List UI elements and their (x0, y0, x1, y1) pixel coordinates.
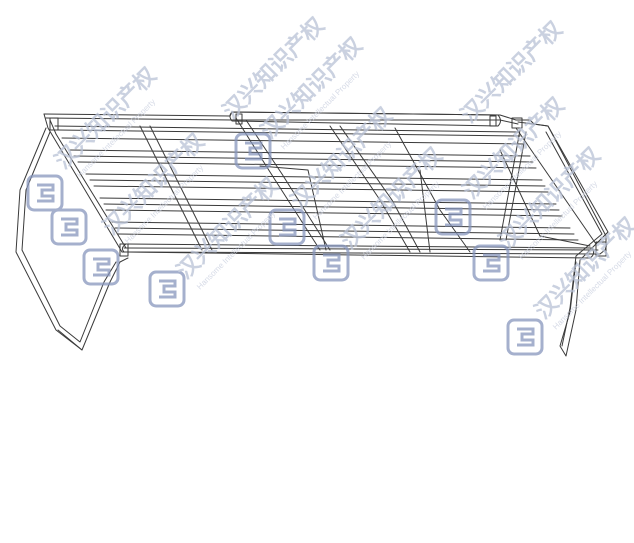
right-edge-inner (515, 127, 597, 245)
left-leg-foot (57, 329, 83, 351)
rail-clips (49, 113, 607, 257)
right-leg-brace (499, 149, 591, 247)
hansome-logo-icon (50, 208, 88, 246)
hansome-logo-icon (148, 270, 186, 308)
rear-tube (229, 111, 501, 127)
cross-wires (139, 117, 527, 253)
svg-text:汉兴知识产权: 汉兴知识产权 (172, 172, 284, 284)
left-edge-inner (49, 119, 127, 249)
left-leg-inner (21, 131, 117, 343)
hansome-logo-icon (234, 132, 272, 170)
left-edge (43, 113, 123, 253)
back-rail-inner (45, 117, 519, 125)
hansome-logo-icon (506, 318, 544, 356)
right-leg-inner (545, 131, 603, 347)
hansome-logo-icon (472, 244, 510, 282)
hansome-logo-icon (312, 244, 350, 282)
deck-wires (54, 125, 579, 241)
watermarks: 汉兴知识产权 Hansome Intellectual Property 汉兴知… (26, 12, 634, 356)
hansome-logo-icon (26, 174, 64, 212)
svg-text:汉兴知识产权: 汉兴知识产权 (256, 32, 368, 144)
front-rail-inner (123, 247, 599, 251)
svg-text:汉兴知识产权: 汉兴知识产权 (218, 12, 330, 124)
